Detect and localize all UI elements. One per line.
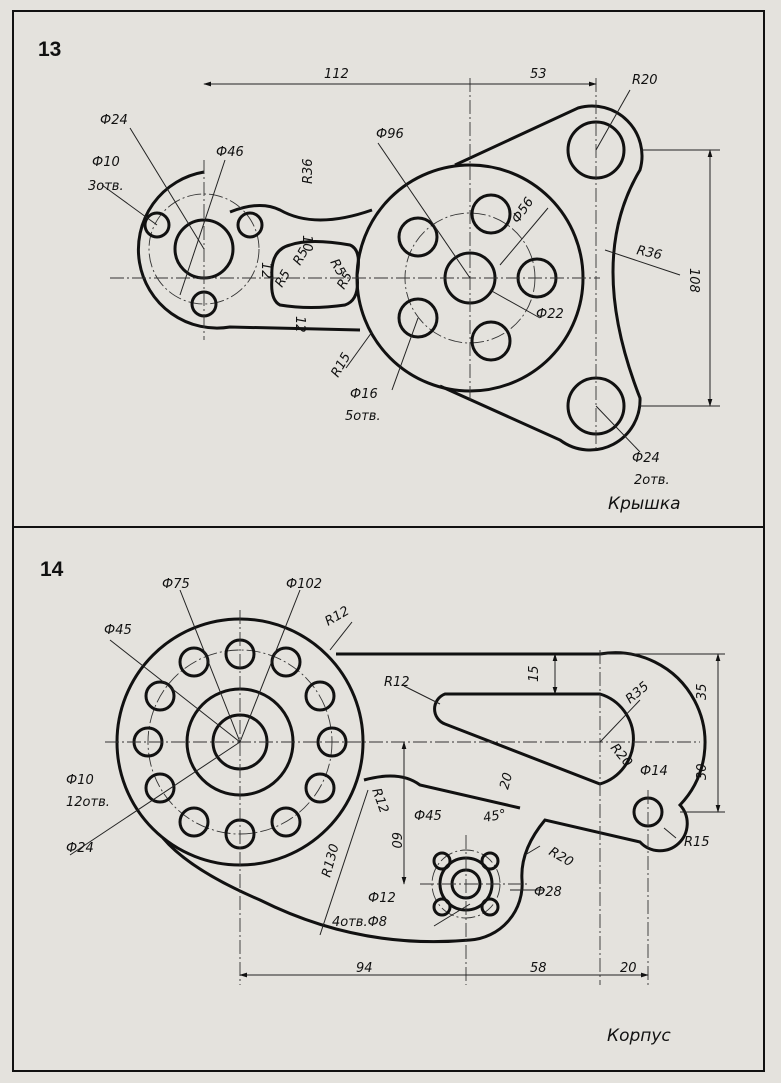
dim-12-window: 12 [258,262,273,279]
dim-r5-1: R5 [272,268,294,290]
cover-outline [136,104,644,452]
dim-phi24-hub: Ф24 [100,113,128,128]
dim-20-bottom: 20 [620,961,637,976]
dim-r35: R35 [623,679,652,707]
dim-phi14: Ф14 [640,764,668,779]
dim-r15: R15 [684,835,710,850]
dim-45-deg: 45° [482,807,507,826]
left-hole-2 [236,211,264,239]
dim-r20: R20 [632,73,658,88]
dim-r12-top: R12 [323,604,353,630]
dim-phi46: Ф46 [216,145,244,160]
dim-phi45-hub: Ф45 [104,623,132,638]
dim-58: 58 [530,961,547,976]
dim-r15: R15 [328,350,354,380]
dim-phi12: Ф12 [368,891,396,906]
dim-4-holes: 4отв.Ф8 [332,915,387,930]
left-hole-1 [143,211,171,239]
task-number-13: 13 [38,38,62,61]
part-name-13: Крышка [608,494,681,514]
task-number-14: 14 [40,558,64,581]
dim-phi24-ears: Ф24 [632,451,660,466]
dim-r20-slot: R20 [607,741,635,770]
dim-94: 94 [356,961,373,976]
dim-phi10: Ф10 [66,773,94,788]
dim-phi96: Ф96 [376,127,404,142]
dim-phi75: Ф75 [162,577,190,592]
dim-35: 35 [695,683,710,700]
dim-phi28: Ф28 [534,885,562,900]
dim-r20-lug: R20 [546,844,576,870]
dim-r12-web: R12 [368,786,391,815]
dim-phi102: Ф102 [286,577,322,592]
dim-10: 10 [299,235,314,252]
dim-2-holes: 2отв. [634,473,670,488]
dim-15: 15 [527,665,542,682]
dim-60: 60 [388,832,403,849]
dim-r5-4: R5 [334,270,356,292]
dim-phi16: Ф16 [350,387,378,402]
part-name-14: Корпус [607,1026,671,1046]
dim-r130: R130 [319,842,342,879]
dim-30: 30 [695,763,710,780]
section-divider [12,526,765,528]
dim-108: 108 [686,268,701,293]
dim-phi22: Ф22 [536,307,564,322]
drawing-13-cover: 112 53 R20 Ф24 Ф10 3отв. Ф46 R36 Ф96 Ф56… [88,67,720,488]
sheet-frame [12,10,765,1072]
dim-20-web: 20 [497,771,516,791]
dim-phi10: Ф10 [92,155,120,170]
dim-phi45-small: Ф45 [414,809,442,824]
dim-3-holes: 3отв. [88,179,124,194]
dim-12-holes: 12отв. [66,795,110,810]
dim-phi24: Ф24 [66,841,94,856]
dim-112: 112 [324,67,349,82]
dim-r12-slot: R12 [384,675,410,690]
dim-r36-right: R36 [635,243,663,263]
dim-r36-top: R36 [301,158,316,184]
dim-phi56: Ф56 [509,195,537,226]
drawing-14-housing: Ф75 Ф102 Ф45 R12 R12 15 35 R35 R20 30 Ф1… [66,577,725,985]
dim-53: 53 [530,67,547,82]
dim-5-holes: 5отв. [345,409,381,424]
dim-r5-3: R5 [327,257,349,279]
dim-r5-2: R5 [290,246,312,268]
dim-12-bottom: 12 [292,316,307,333]
